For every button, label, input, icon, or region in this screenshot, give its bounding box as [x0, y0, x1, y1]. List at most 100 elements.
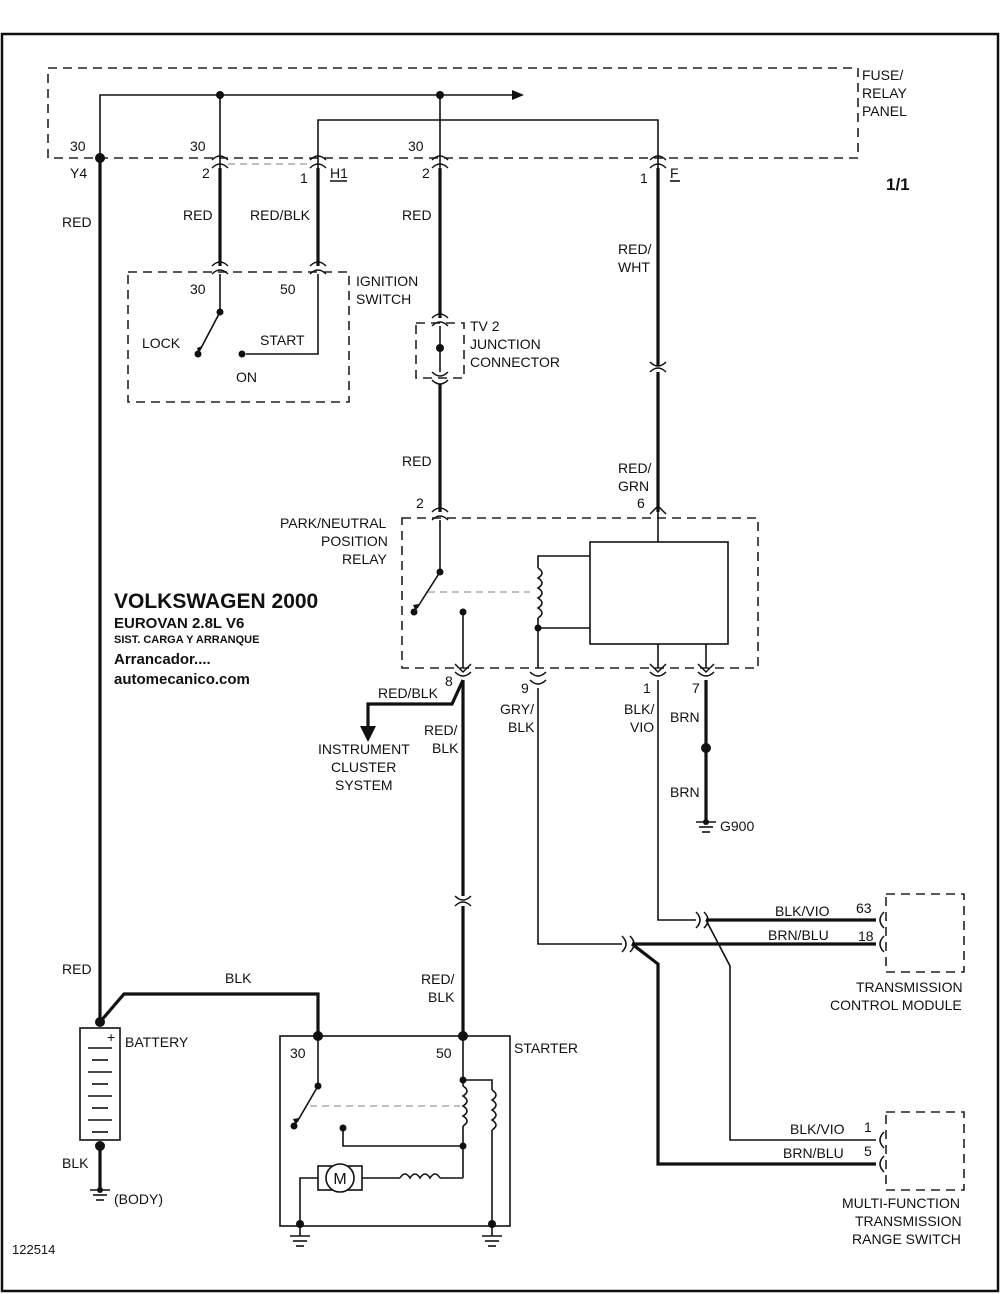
fuse-pin-2-a: 2	[202, 165, 210, 181]
ignition-pin-30: 30	[190, 281, 206, 297]
wire-red-left: RED	[62, 214, 92, 230]
fuse-pin-2-b: 2	[422, 165, 430, 181]
ignition-label-1: IGNITION	[356, 273, 418, 289]
battery-circuit: + BATTERY (BODY) RED RED BLK BLK	[62, 158, 320, 1207]
wire-red-blk-v-2: BLK	[432, 740, 459, 756]
page-indicator: 1/1	[886, 175, 910, 194]
wire-red-blk-8: RED/BLK	[378, 685, 439, 701]
wire-red-grn-1: RED/	[618, 460, 652, 476]
fuse-panel-label-2: RELAY	[862, 85, 908, 101]
fuse-pin-30-b: 30	[190, 138, 206, 154]
wire-red-b: RED	[402, 207, 432, 223]
wire-red-blk-v-1: RED/	[424, 722, 458, 738]
mf-label-2: TRANSMISSION	[855, 1213, 962, 1229]
relay-pin-8: 8	[445, 673, 453, 689]
fuse-relay-panel: FUSE/ RELAY PANEL 30 30 30 Y4 2 1 H1 2 1…	[47, 67, 908, 186]
page-frame	[0, 32, 1000, 1293]
relay-label-1: PARK/NEUTRAL	[280, 515, 387, 531]
starter-pin-30: 30	[290, 1045, 306, 1061]
wire-brn-a: BRN	[670, 709, 700, 725]
fuse-pin-30-c: 30	[408, 138, 424, 154]
junction-label-1: TV 2	[470, 318, 500, 334]
wire-gry-blk-2: BLK	[508, 719, 535, 735]
fuse-pin-1-b: 1	[640, 170, 648, 186]
relay-pin-2: 2	[416, 495, 424, 511]
diagram-id: 122514	[12, 1242, 55, 1257]
fuse-panel-label-3: PANEL	[862, 103, 907, 119]
fuse-pin-1-a: 1	[300, 170, 308, 186]
battery-label: BATTERY	[125, 1034, 189, 1050]
relay-pin-1: 1	[643, 680, 651, 696]
instrument-label-1: INSTRUMENT	[318, 741, 410, 757]
junction-connector: TV 2 JUNCTION CONNECTOR RED RED/BLK RED …	[183, 168, 560, 512]
battery-plus: +	[107, 1029, 115, 1045]
wire-gry-blk-1: GRY/	[500, 701, 534, 717]
wire-tcm-blk-vio: BLK/VIO	[775, 903, 830, 919]
tcm-label-2: CONTROL MODULE	[830, 997, 962, 1013]
wire-red-grn-2: GRN	[618, 478, 649, 494]
ignition-on: ON	[236, 369, 257, 385]
starter-label: STARTER	[514, 1040, 578, 1056]
ignition-lock: LOCK	[142, 335, 181, 351]
fuse-pin-h1: H1	[330, 165, 348, 181]
title-line-3: SIST. CARGA Y ARRANQUE	[114, 634, 259, 646]
title-block: VOLKSWAGEN 2000 EUROVAN 2.8L V6 SIST. CA…	[114, 590, 318, 688]
relay-pin-6: 6	[637, 495, 645, 511]
wire-red-wht-1: RED/	[618, 241, 652, 257]
relay-pin-9: 9	[521, 680, 529, 696]
junction-label-3: CONNECTOR	[470, 354, 560, 370]
wire-red-a: RED	[183, 207, 213, 223]
title-line-4: Arrancador....	[114, 651, 211, 668]
fuse-pin-y4: Y4	[70, 165, 87, 181]
transmission-wires: GRY/ BLK BLK/ VIO BLK/VIO BRN/BLU BLK/VI…	[500, 680, 876, 1166]
multi-function-range-switch: 1 5 MULTI-FUNCTION TRANSMISSION RANGE SW…	[842, 1111, 965, 1247]
mf-label-3: RANGE SWITCH	[852, 1231, 961, 1247]
ignition-start: START	[260, 332, 305, 348]
ignition-switch: IGNITION SWITCH 30 50 LOCK START ON	[127, 168, 418, 403]
tcm-label-1: TRANSMISSION	[856, 979, 963, 995]
mf-pin-1: 1	[864, 1119, 872, 1135]
ignition-label-2: SWITCH	[356, 291, 411, 307]
relay-pin-7: 7	[692, 680, 700, 696]
tcm-pin-63: 63	[856, 900, 872, 916]
park-neutral-relay: PARK/NEUTRAL POSITION RELAY 2 6	[280, 495, 759, 696]
fuse-pin-f: F	[670, 165, 679, 181]
starter-pin-50: 50	[436, 1045, 452, 1061]
wire-brn-b: BRN	[670, 784, 700, 800]
instrument-label-2: CLUSTER	[331, 759, 396, 775]
fuse-pin-30-a: 30	[70, 138, 86, 154]
wire-red-blk-starter-1: RED/	[421, 971, 455, 987]
wire-blk-bottom: BLK	[62, 1155, 89, 1171]
junction-label-2: JUNCTION	[470, 336, 541, 352]
title-line-5: automecanico.com	[114, 671, 250, 688]
instrument-arrow	[360, 726, 376, 742]
transmission-control-module: 63 18 TRANSMISSION CONTROL MODULE	[830, 893, 965, 1013]
mf-label-1: MULTI-FUNCTION	[842, 1195, 960, 1211]
wire-mf-brn-blu: BRN/BLU	[783, 1145, 844, 1161]
wire-red-battery: RED	[62, 961, 92, 977]
fuse-panel-label-1: FUSE/	[862, 67, 903, 83]
wire-red-blk-a: RED/BLK	[250, 207, 311, 223]
red-blk-starter-wire: RED/ BLK RED/ BLK	[421, 680, 472, 1036]
wire-mf-blk-vio: BLK/VIO	[790, 1121, 845, 1137]
tcm-pin-18: 18	[858, 928, 874, 944]
wire-blk-top: BLK	[225, 970, 252, 986]
wire-blk-vio-1: BLK/	[624, 701, 654, 717]
title-line-1: VOLKSWAGEN 2000	[114, 590, 318, 613]
starter-motor-label: M	[333, 1171, 346, 1188]
starter: STARTER 30 50 M	[279, 1031, 578, 1247]
title-line-2: EUROVAN 2.8L V6	[114, 615, 244, 632]
wire-blk-vio-2: VIO	[630, 719, 654, 735]
relay-label-2: POSITION	[321, 533, 388, 549]
mf-pin-5: 5	[864, 1143, 872, 1159]
wire-tcm-brn-blu: BRN/BLU	[768, 927, 829, 943]
wire-red-blk-starter-2: BLK	[428, 989, 455, 1005]
ground-body: (BODY)	[114, 1191, 163, 1207]
ground-g900: G900	[720, 818, 754, 834]
bus-arrow	[512, 90, 524, 100]
g900-ground: BRN BRN G900	[670, 680, 754, 834]
ignition-pin-50: 50	[280, 281, 296, 297]
instrument-label-3: SYSTEM	[335, 777, 393, 793]
wire-red-c: RED	[402, 453, 432, 469]
